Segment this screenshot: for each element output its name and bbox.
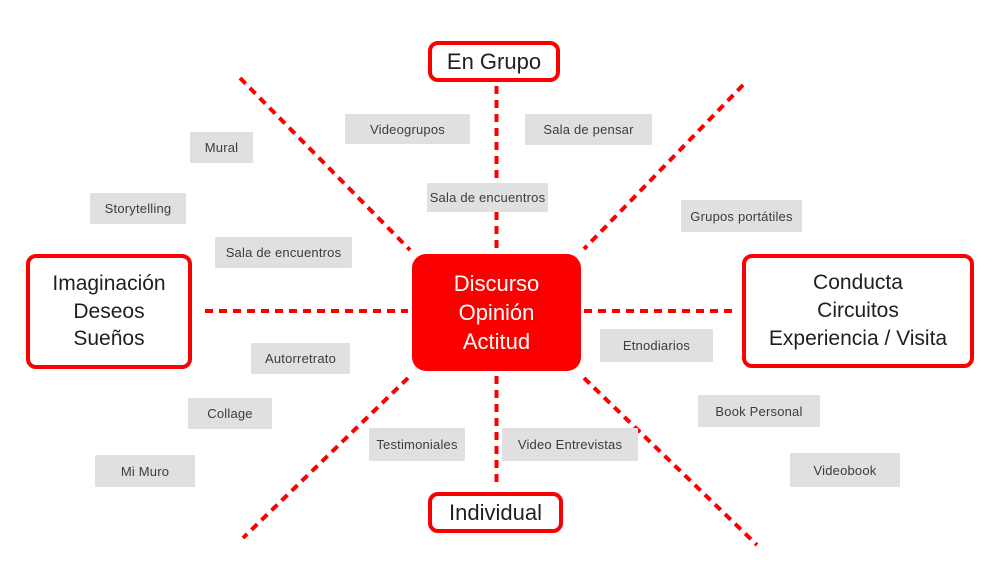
connector-diagonal-top-right: [582, 83, 745, 251]
axis-box-conducta: Conducta Circuitos Experiencia / Visita: [742, 254, 974, 368]
method-node: Book Personal: [698, 395, 820, 427]
center-node-line: Discurso: [453, 270, 540, 296]
connector-diagonal-bottom-right: [582, 376, 759, 547]
method-node: Etnodiarios: [600, 329, 713, 362]
axis-label-line: Conducta: [813, 271, 903, 295]
axis-label-line: Sueños: [73, 327, 145, 351]
method-node: Autorretrato: [251, 343, 350, 374]
axis-box-individual: Individual: [428, 492, 563, 533]
axis-label-line: Circuitos: [817, 299, 899, 323]
method-node: Mural: [190, 132, 253, 163]
method-node: Mi Muro: [95, 455, 195, 487]
axis-box-imaginacion: Imaginación Deseos Sueños: [26, 254, 192, 369]
method-node: Sala de encuentros: [215, 237, 352, 268]
axis-label: En Grupo: [446, 48, 542, 74]
center-node-line: Actitud: [462, 329, 531, 355]
method-node: Collage: [188, 398, 272, 429]
method-node: Testimoniales: [369, 428, 465, 461]
method-node: Sala de pensar: [525, 114, 652, 145]
method-node: Videogrupos: [345, 114, 470, 144]
axis-label-line: Experiencia / Visita: [768, 326, 948, 350]
connector-diagonal-top-left: [238, 76, 412, 252]
axis-label-line: Deseos: [73, 299, 145, 323]
center-node-line: Opinión: [458, 299, 535, 325]
method-node: Storytelling: [90, 193, 186, 224]
center-node: Discurso Opinión Actitud: [412, 254, 581, 371]
method-node: Video Entrevistas: [502, 428, 638, 461]
axis-box-en-grupo: En Grupo: [428, 41, 560, 82]
connector-diagonal-bottom-left: [241, 376, 410, 540]
method-node: Grupos portátiles: [681, 200, 802, 232]
axis-label: Individual: [449, 499, 542, 525]
axis-label-line: Imaginación: [52, 271, 166, 295]
method-node: Sala de encuentros: [427, 183, 548, 212]
method-node: Videobook: [790, 453, 900, 487]
